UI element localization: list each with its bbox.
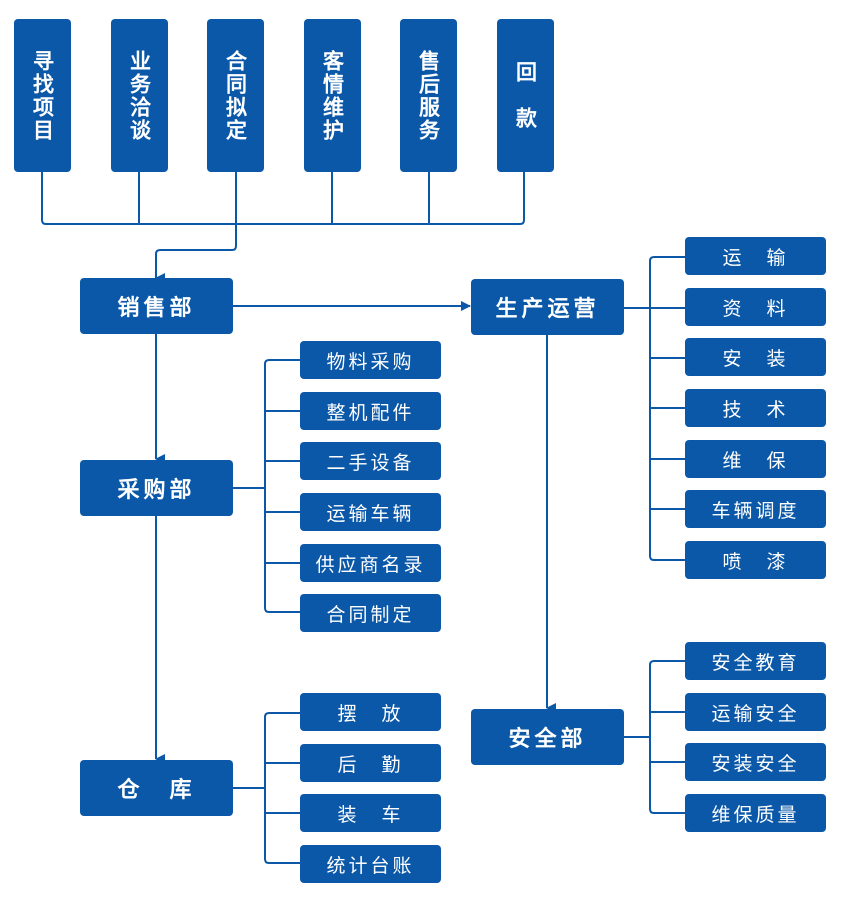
warehouse-item: 后 勤 [300, 744, 441, 782]
safety-item: 安全教育 [685, 642, 826, 680]
operations-item: 资 料 [685, 288, 826, 326]
operations-item: 喷 漆 [685, 541, 826, 579]
warehouse-item: 统计台账 [300, 845, 441, 883]
dept-safety: 安全部 [471, 709, 624, 765]
step-payment-collection: 回 款 [497, 19, 554, 172]
purchasing-item: 整机配件 [300, 392, 441, 430]
step-find-project: 寻找项目 [14, 19, 71, 172]
purchasing-item: 运输车辆 [300, 493, 441, 531]
warehouse-item: 装 车 [300, 794, 441, 832]
step-contract-drafting: 合同拟定 [207, 19, 264, 172]
dept-operations: 生产运营 [471, 279, 624, 335]
warehouse-item: 摆 放 [300, 693, 441, 731]
arrow-to-sales [155, 224, 237, 283]
operations-item: 运 输 [685, 237, 826, 275]
purchasing-item: 合同制定 [300, 594, 441, 632]
operations-item: 车辆调度 [685, 490, 826, 528]
purchasing-item: 物料采购 [300, 341, 441, 379]
operations-item: 维 保 [685, 440, 826, 478]
operations-item: 安 装 [685, 338, 826, 376]
top-bus-line [41, 172, 525, 225]
dept-warehouse: 仓 库 [80, 760, 233, 816]
dept-sales: 销售部 [80, 278, 233, 334]
safety-item: 安装安全 [685, 743, 826, 781]
safety-item: 运输安全 [685, 693, 826, 731]
safety-item: 维保质量 [685, 794, 826, 832]
purchasing-item: 二手设备 [300, 442, 441, 480]
step-business-negotiation: 业务洽谈 [111, 19, 168, 172]
dept-purchasing: 采购部 [80, 460, 233, 516]
operations-item: 技 术 [685, 389, 826, 427]
purchasing-item: 供应商名录 [300, 544, 441, 582]
step-client-maintenance: 客情维护 [304, 19, 361, 172]
step-after-sales: 售后服务 [400, 19, 457, 172]
